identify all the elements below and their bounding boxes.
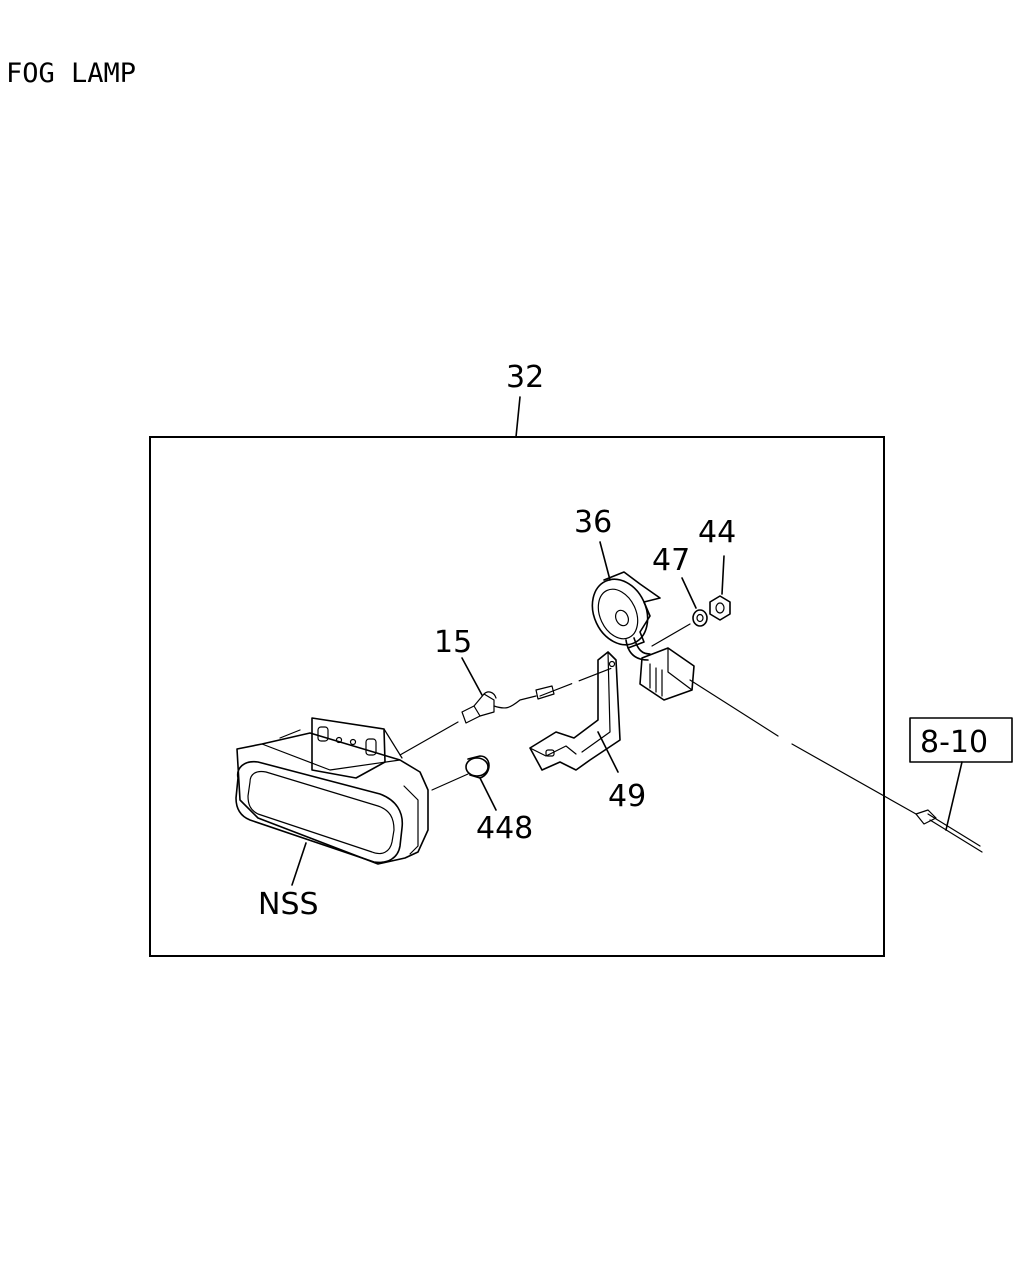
reference-leader	[945, 761, 963, 831]
callout-bulb: 15	[434, 625, 472, 660]
bracket	[529, 651, 621, 771]
callout-washer: 47	[652, 543, 690, 578]
callout-bracket: 49	[608, 779, 646, 814]
reference-box	[909, 717, 1013, 763]
upper-axis-line	[539, 667, 613, 697]
harness-line-b	[791, 743, 917, 815]
callout-socket: 36	[574, 505, 612, 540]
nut-leader	[721, 555, 725, 595]
assembly-frame	[149, 436, 885, 957]
assembly-leader	[515, 396, 521, 438]
callout-lens: NSS	[258, 887, 319, 922]
socket	[591, 571, 695, 701]
callout-grommet: 448	[476, 811, 533, 846]
washer	[692, 609, 708, 627]
bulb	[461, 685, 555, 724]
callout-reference: 8-10	[920, 725, 988, 760]
washer-leader	[681, 577, 697, 609]
bulb-axis-line	[399, 721, 459, 756]
grommet-leader	[479, 777, 497, 811]
washer-axis-line	[651, 623, 691, 647]
socket-leader	[599, 541, 611, 581]
bulb-leader	[461, 657, 483, 696]
harness-line-a	[689, 679, 779, 737]
bracket-leader	[597, 731, 619, 773]
grommet-axis-line	[431, 773, 469, 791]
callout-nut: 44	[698, 515, 736, 550]
harness-connector	[915, 809, 983, 853]
nut	[709, 595, 731, 621]
grommet	[465, 755, 490, 779]
fog-lamp-housing	[235, 717, 429, 865]
lens-leader	[291, 842, 307, 886]
callout-assembly: 32	[506, 360, 544, 395]
diagram-title: FOG LAMP	[6, 58, 136, 89]
